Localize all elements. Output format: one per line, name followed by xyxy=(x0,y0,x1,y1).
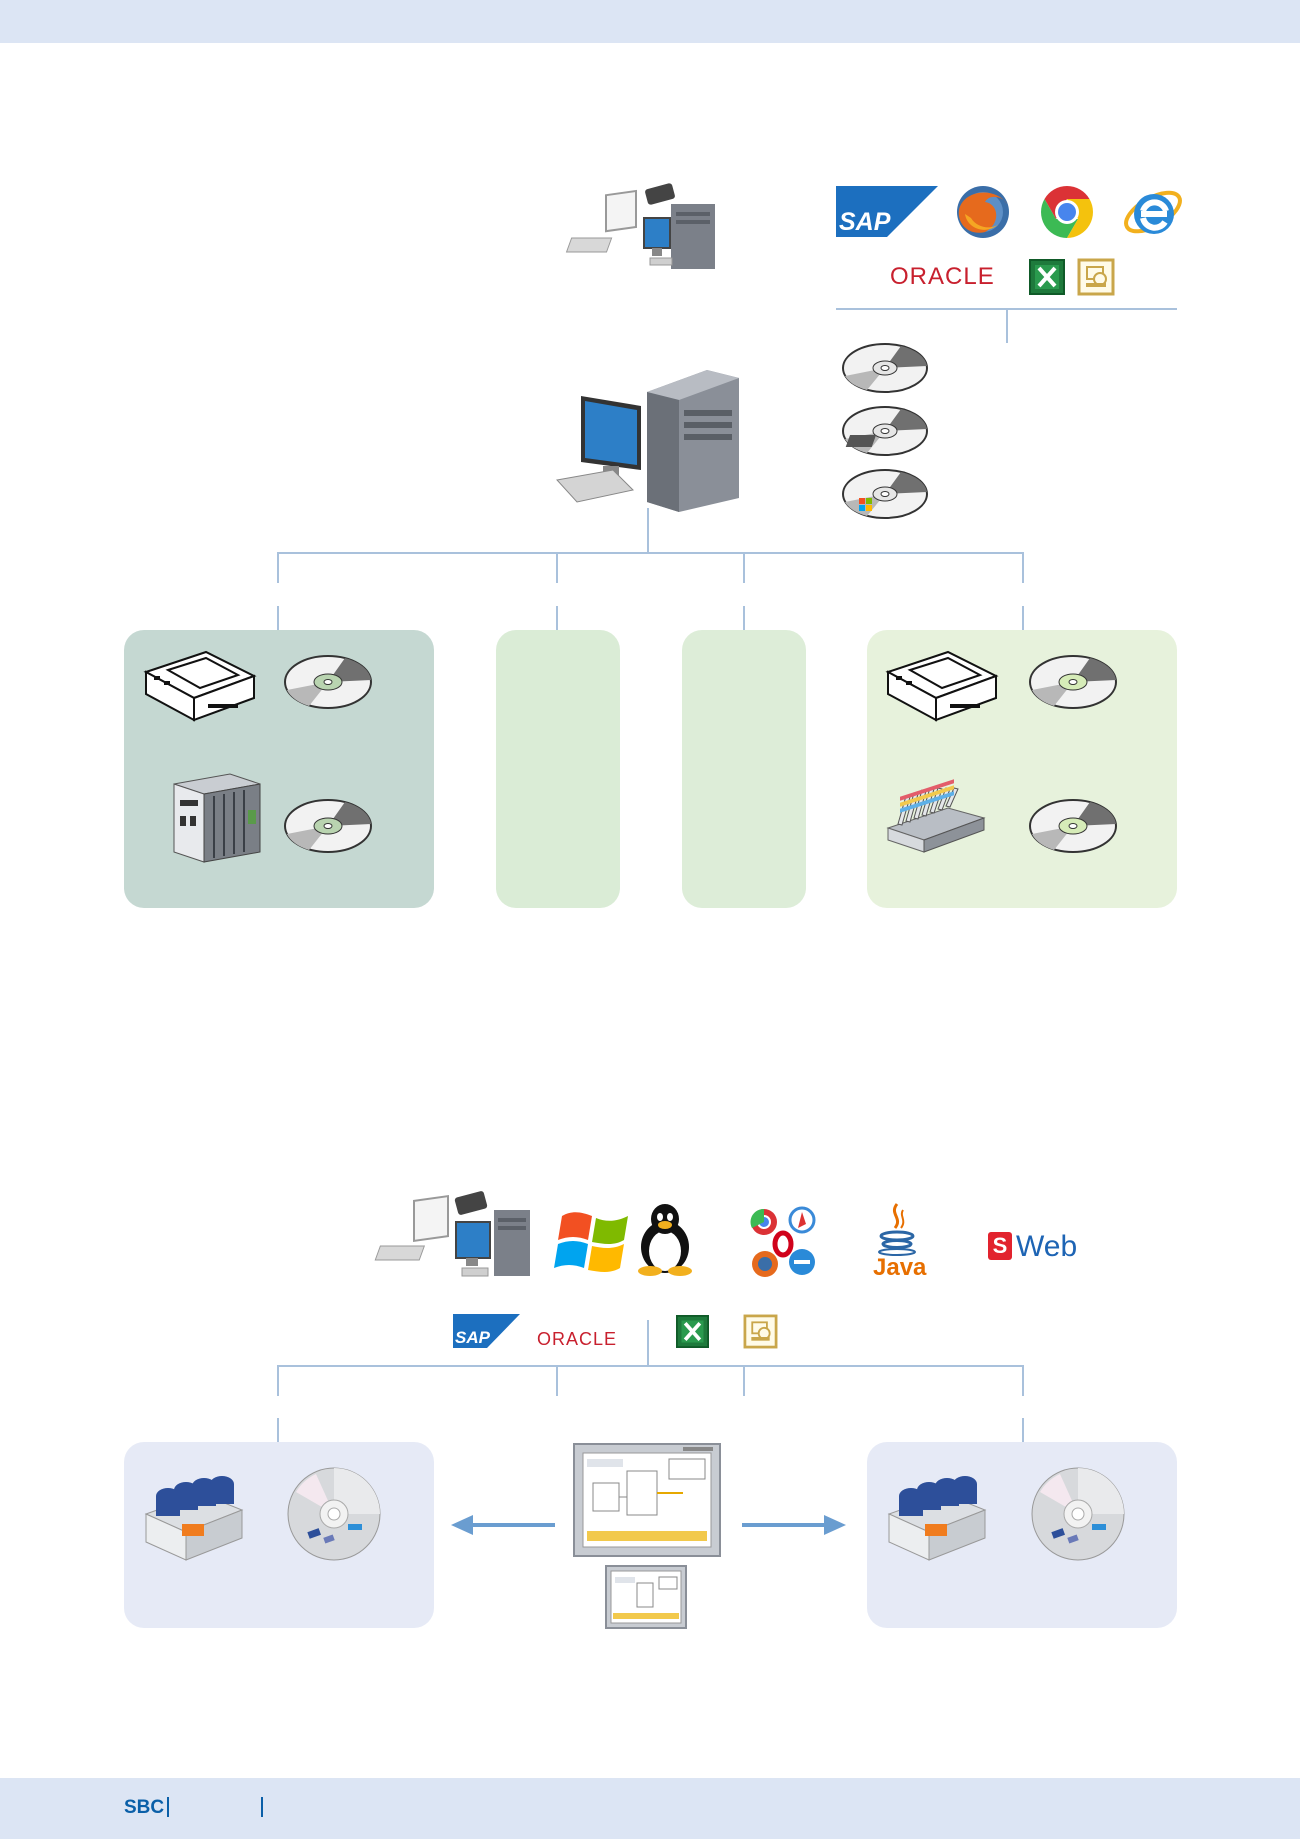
drop-line xyxy=(743,1366,745,1396)
cd-icon xyxy=(1029,799,1117,853)
drop-line xyxy=(277,606,279,630)
logo-stem xyxy=(647,1320,649,1366)
logo-group-line xyxy=(836,308,1177,310)
server-stem xyxy=(647,508,649,553)
touch-panel-icon xyxy=(573,1443,721,1557)
plc-icon xyxy=(173,773,261,863)
drop-line xyxy=(277,1418,279,1442)
drop-line xyxy=(1022,606,1024,630)
server-pc-icon xyxy=(556,370,739,512)
drop-line xyxy=(1022,1366,1024,1396)
workstation-icon xyxy=(565,183,715,269)
internet-explorer-icon xyxy=(1124,190,1182,234)
report-icon xyxy=(1077,258,1115,296)
panel-column-a xyxy=(496,630,620,908)
java-logo: Java xyxy=(867,1200,927,1284)
linux-icon xyxy=(638,1204,692,1276)
cd-icon xyxy=(1031,1467,1125,1561)
drop-line xyxy=(743,553,745,583)
plc-icon xyxy=(887,1476,987,1561)
arrow-left-icon xyxy=(451,1515,555,1535)
oracle-logo: ORACLE xyxy=(890,263,995,290)
cd-icon xyxy=(842,406,928,456)
cd-icon xyxy=(284,799,372,853)
footer-separator xyxy=(167,1797,169,1817)
bus-line-2 xyxy=(277,1365,1024,1367)
drop-line xyxy=(556,1366,558,1396)
hmi-panel-icon xyxy=(885,650,999,722)
browsers-icon xyxy=(750,1206,816,1277)
report-icon xyxy=(743,1314,778,1349)
sap-logo: SAP xyxy=(453,1314,520,1348)
footer-brand: SBC xyxy=(124,1797,165,1818)
drop-line xyxy=(1022,553,1024,583)
top-band xyxy=(0,0,1300,43)
sweb-logo-text: Web xyxy=(1016,1230,1078,1263)
logo-group-stem xyxy=(1006,310,1008,343)
sweb-badge: S xyxy=(988,1232,1012,1260)
cd-icon xyxy=(287,1467,381,1561)
hmi-panel-icon xyxy=(143,650,257,722)
drop-line xyxy=(556,606,558,630)
touch-panel-icon xyxy=(605,1565,687,1629)
windows-icon xyxy=(554,1212,628,1272)
sap-logo-text: SAP xyxy=(839,208,891,236)
firefox-icon xyxy=(957,186,1009,238)
bus-line-1 xyxy=(277,552,1024,554)
oracle-logo: ORACLE xyxy=(537,1329,618,1349)
drop-line xyxy=(1022,1418,1024,1442)
sap-logo-text: SAP xyxy=(455,1328,490,1347)
plc-icon xyxy=(144,1476,244,1561)
excel-icon xyxy=(1029,259,1065,295)
drop-line xyxy=(277,1366,279,1396)
java-logo-text: Java xyxy=(873,1254,927,1281)
cd-icon xyxy=(842,343,928,393)
panel-column-b xyxy=(682,630,806,908)
excel-icon xyxy=(676,1315,709,1348)
workstation-icon xyxy=(374,1191,530,1277)
drop-line xyxy=(277,553,279,583)
cd-icon xyxy=(284,655,372,709)
arrow-right-icon xyxy=(742,1515,846,1535)
cd-icon xyxy=(842,469,928,519)
cd-icon xyxy=(1029,655,1117,709)
footer-separator xyxy=(261,1797,263,1817)
drop-line xyxy=(556,553,558,583)
footer-band xyxy=(0,1778,1300,1839)
sweb-logo: S Web xyxy=(988,1230,1088,1266)
drop-line xyxy=(743,606,745,630)
sap-logo: SAP xyxy=(836,186,938,237)
io-module-icon xyxy=(886,779,986,853)
chrome-icon xyxy=(1041,186,1093,238)
